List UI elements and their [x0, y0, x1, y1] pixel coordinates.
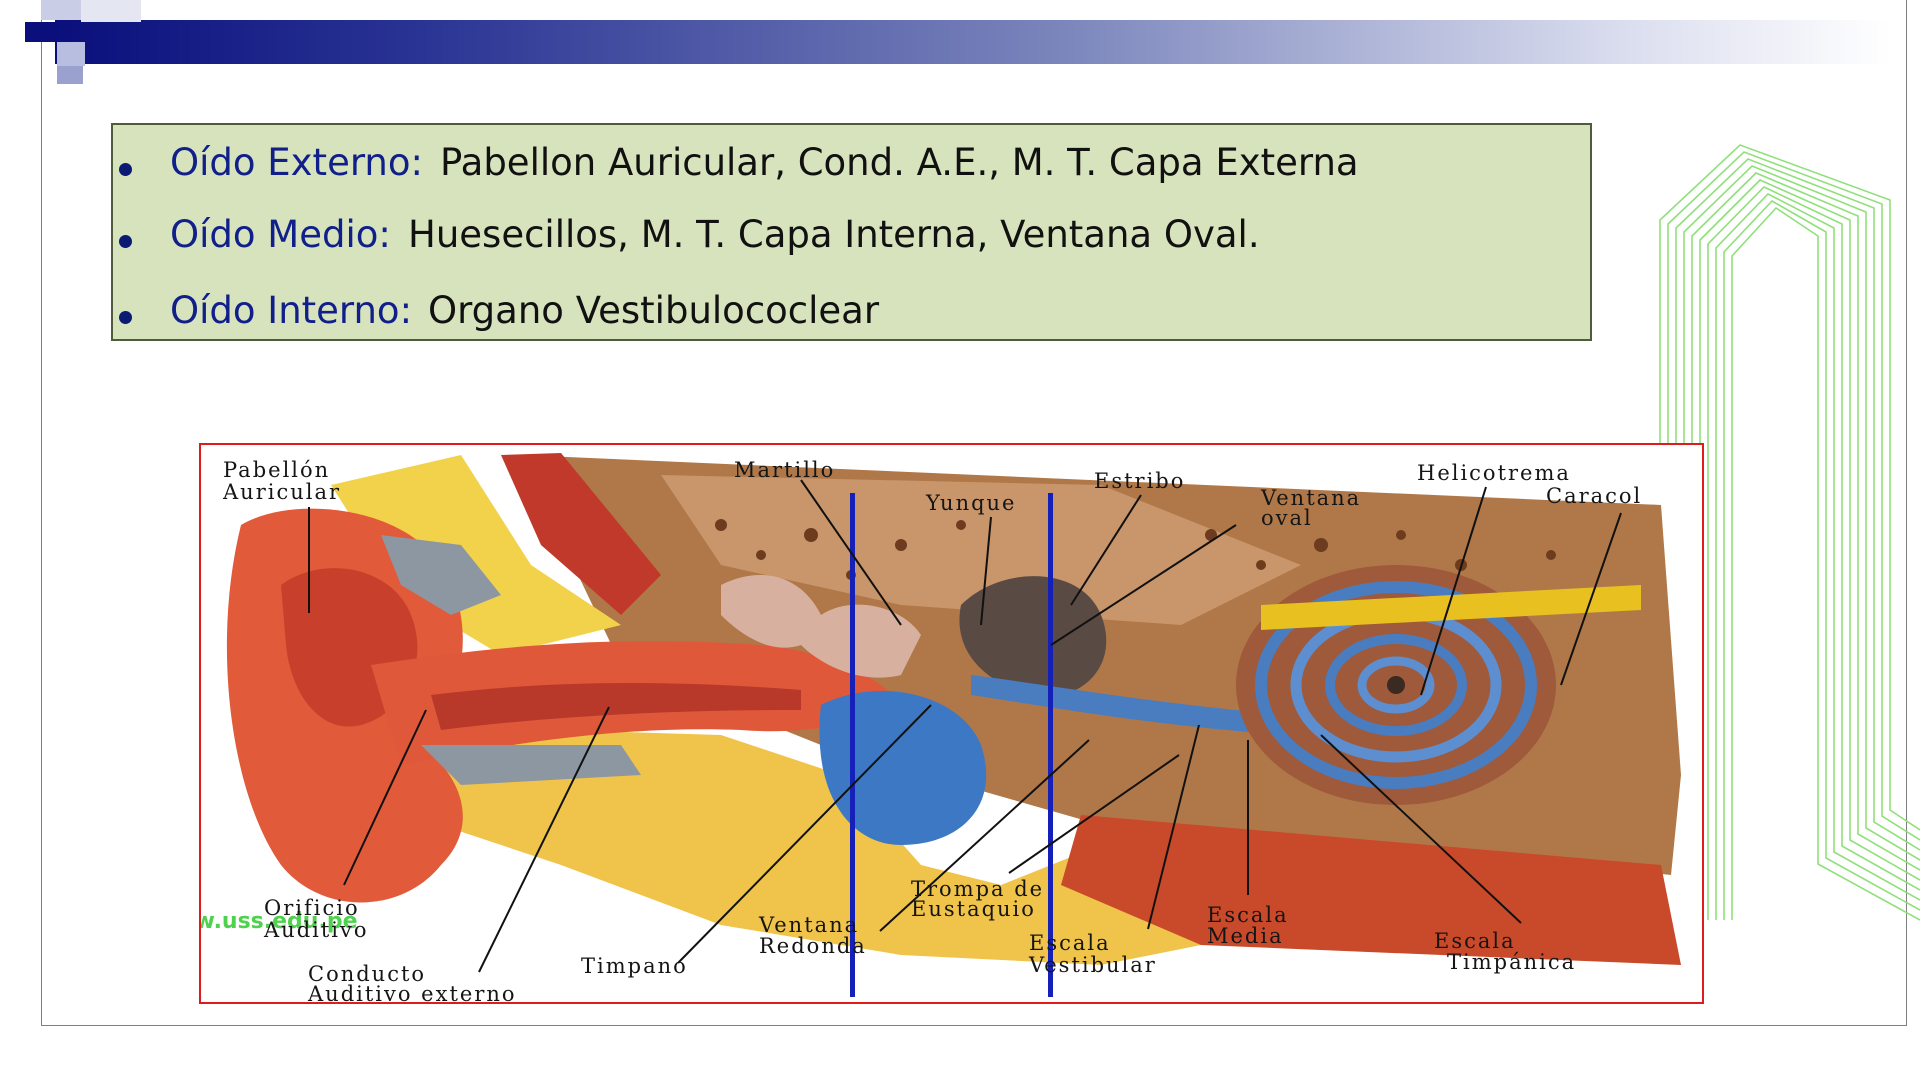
- diagram-labels: Pabellón Auricular Martillo Yunque Estri…: [201, 458, 1642, 1002]
- label-conducto-1: Conducto: [308, 962, 426, 986]
- bullet-desc: Huesecillos, M. T. Capa Interna, Ventana…: [408, 213, 1260, 256]
- label-helicotrema: Helicotrema: [1417, 461, 1571, 485]
- label-conducto-2: Auditivo externo: [307, 982, 517, 1002]
- label-escala-media-1: Escala: [1207, 903, 1289, 927]
- label-yunque: Yunque: [925, 491, 1016, 515]
- label-escala-timpanica-1: Escala: [1434, 929, 1516, 953]
- auditory-nerve: [1261, 585, 1641, 630]
- label-escala-vestibular-1: Escala: [1029, 931, 1111, 955]
- bullet-desc: Organo Vestibulococlear: [428, 289, 880, 332]
- label-trompa-1: Trompa de: [911, 877, 1044, 901]
- slide-frame: [41, 0, 1907, 1026]
- label-trompa-2: Eustaquio: [911, 897, 1036, 921]
- bullet-desc: Pabellon Auricular, Cond. A.E., M. T. Ca…: [440, 141, 1359, 184]
- ossicles: [721, 575, 921, 678]
- label-orificio-2: Auditivo: [263, 918, 369, 942]
- bullet-term: Oído Interno:: [170, 289, 413, 332]
- ear-anatomy-illustration: Pabellón Auricular Martillo Yunque Estri…: [201, 453, 1681, 1002]
- label-escala-timpanica-2: Timpánica: [1447, 950, 1576, 974]
- fatty-tissue: [331, 455, 621, 655]
- label-escala-media-2: Media: [1207, 924, 1284, 948]
- label-pabellon-1: Pabellón: [223, 458, 330, 482]
- divider-left: [850, 493, 855, 997]
- bullet-term: Oído Externo:: [170, 141, 423, 184]
- vestibule: [959, 576, 1107, 697]
- watermark-uss: www.uss.edu.pe: [201, 909, 358, 934]
- bullet-item-oido-medio: Oído Medio: Huesecillos, M. T. Capa Inte…: [113, 213, 1260, 256]
- label-timpano: Timpano: [581, 954, 688, 978]
- ear-anatomy-figure: Pabellón Auricular Martillo Yunque Estri…: [199, 443, 1704, 1004]
- bullet-dot: [119, 235, 132, 248]
- bullet-summary-box: Oído Externo: Pabellon Auricular, Cond. …: [111, 123, 1592, 341]
- divider-right: [1048, 493, 1053, 997]
- leader-lines: [308, 479, 1622, 973]
- label-ventana-oval-2: oval: [1261, 506, 1313, 530]
- header-gradient-bar: [55, 20, 1890, 64]
- label-estribo: Estribo: [1094, 469, 1185, 493]
- bullet-item-oido-interno: Oído Interno: Organo Vestibulococlear: [113, 289, 879, 332]
- header-square-1: [41, 0, 81, 20]
- decorative-green-lines: [1659, 144, 1920, 921]
- bullet-dot: [119, 311, 132, 324]
- header-square-4: [57, 42, 85, 66]
- header-square-3: [25, 22, 57, 42]
- bullet-item-oido-externo: Oído Externo: Pabellon Auricular, Cond. …: [113, 141, 1359, 184]
- label-ventana-oval-1: Ventana: [1260, 486, 1361, 510]
- label-caracol: Caracol: [1546, 484, 1642, 508]
- label-escala-vestibular-2: Vestibular: [1028, 953, 1157, 977]
- bullet-term: Oído Medio:: [170, 213, 391, 256]
- label-ventana-redonda-1: Ventana: [758, 913, 859, 937]
- header-square-2: [81, 0, 141, 22]
- eustachian-tube: [819, 690, 987, 845]
- label-pabellon-2: Auricular: [222, 480, 341, 504]
- cartilage: [381, 535, 501, 615]
- label-martillo: Martillo: [734, 458, 835, 482]
- bullet-dot: [119, 163, 132, 176]
- muscle-band: [501, 453, 661, 615]
- label-ventana-redonda-2: Redonda: [759, 934, 867, 958]
- label-orificio-1: Orificio: [264, 896, 360, 920]
- muscle-band-lower: [1061, 815, 1681, 965]
- header-square-5: [57, 66, 83, 84]
- ear-canal-shadow: [431, 683, 801, 730]
